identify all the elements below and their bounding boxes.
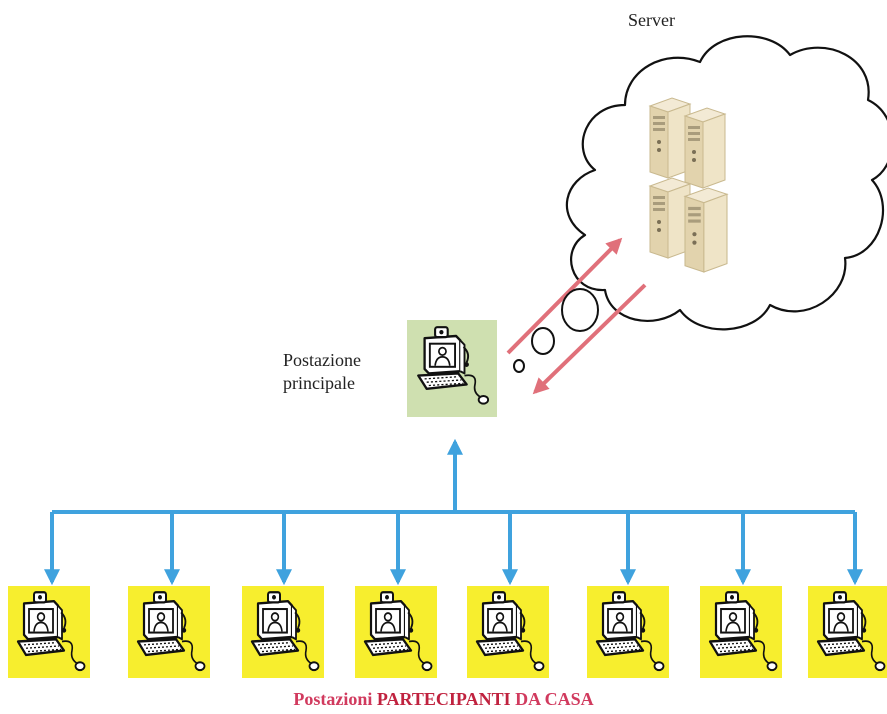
participant-bus [44, 438, 863, 586]
participant-station [587, 586, 669, 678]
participant-station [700, 586, 782, 678]
participant-station [467, 586, 549, 678]
cloud-icon [565, 35, 887, 331]
main-station-label: Postazione principale [283, 349, 361, 395]
participant-station [128, 586, 210, 678]
server-label: Server [628, 10, 675, 30]
participant-station [355, 586, 437, 678]
caption-prefix: Postazioni [293, 689, 377, 709]
participant-station [808, 586, 887, 678]
caption-highlight: PARTECIPANTI [376, 689, 511, 709]
caption-suffix: DA CASA [510, 689, 594, 709]
main-station [407, 320, 497, 417]
main-station-label-line1: Postazione [283, 350, 361, 370]
upload-arrow [506, 237, 623, 355]
participant-stations [8, 586, 887, 678]
thought-bubbles [513, 288, 599, 373]
server-connection-arrows [506, 237, 647, 395]
main-station-label-line2: principale [283, 373, 355, 393]
participant-station [242, 586, 324, 678]
download-arrow [532, 283, 647, 395]
participants-caption: Postazioni PARTECIPANTI DA CASA [0, 689, 887, 710]
participant-station [8, 586, 90, 678]
